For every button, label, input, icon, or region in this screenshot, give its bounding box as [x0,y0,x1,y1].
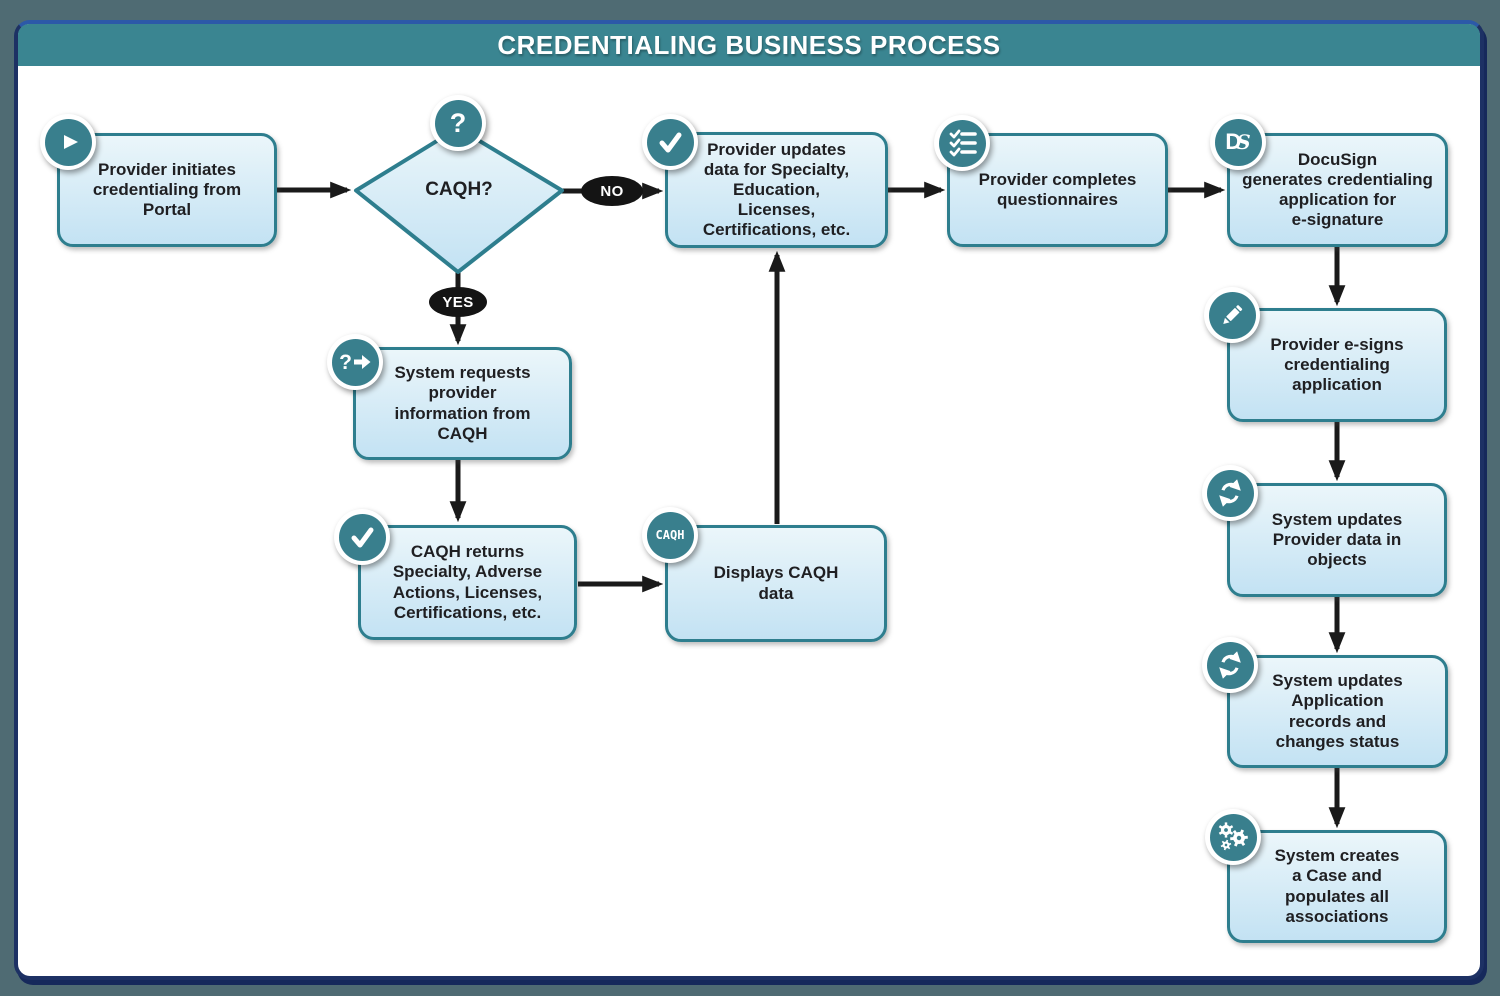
node-start-label: Provider initiates credentialing from Po… [92,159,242,220]
node-create-case: System creates a Case and populates all … [1227,830,1447,943]
node-docusign: DocuSign generates credentialing applica… [1227,133,1448,247]
node-update-provider-label: System updates Provider data in objects [1271,509,1403,570]
play-icon [64,135,78,149]
node-caqh-returns: CAQH returns Specialty, Adverse Actions,… [358,525,577,640]
node-displays-caqh: Displays CAQH data [665,525,887,642]
gears-icon [1218,822,1250,852]
badge-displays-caqh: CAQH [642,507,698,563]
yes-label-text: YES [442,293,474,311]
node-provider-updates-label: Provider updates data for Specialty, Edu… [702,139,851,240]
pencil-icon [1223,305,1243,324]
node-create-case-label: System creates a Case and populates all … [1274,846,1400,926]
node-esign: Provider e-signs credentialing applicati… [1227,308,1447,422]
edge-label-yes: YES [429,287,487,317]
badge-esign [1204,287,1260,343]
badge-caqh-returns [334,509,390,565]
badge-questionnaires [934,115,990,171]
badge-update-application [1202,637,1258,693]
node-caqh-returns-label: CAQH returns Specialty, Adverse Actions,… [392,542,543,622]
edge-label-no: NO [581,176,643,206]
badge-start [40,114,96,170]
node-esign-label: Provider e-signs credentialing applicati… [1270,334,1404,395]
node-request-caqh-label: System requests provider information fro… [394,363,531,443]
node-displays-caqh-label: Displays CAQH data [713,563,839,603]
node-update-provider: System updates Provider data in objects [1227,483,1447,597]
node-start: Provider initiates credentialing from Po… [57,133,277,247]
check-icon [351,527,374,548]
node-docusign-label: DocuSign generates credentialing applica… [1242,149,1433,230]
badge-request-caqh: ? [327,334,383,390]
check-icon [659,132,682,153]
caqh-wordmark-icon: CAQH [655,528,685,542]
question-icon: ? [449,107,467,138]
badge-update-provider [1202,465,1258,521]
docusign-logo-icon: DS [1225,129,1251,154]
node-questionnaires-label: Provider completes questionnaires [978,169,1137,209]
checklist-icon [949,129,977,157]
sync-icon [1219,479,1241,507]
node-request-caqh: System requests provider information fro… [353,347,572,460]
sync-icon [1219,651,1241,679]
badge-provider-updates [642,114,698,170]
question-arrow-icon: ? [339,352,371,373]
badge-create-case [1205,809,1261,865]
diagram-header: CREDENTIALING BUSINESS PROCESS [18,24,1480,66]
page-title: CREDENTIALING BUSINESS PROCESS [497,29,1001,60]
no-label-text: NO [600,182,624,200]
badge-docusign: DS [1210,114,1266,170]
node-provider-updates: Provider updates data for Specialty, Edu… [665,132,888,248]
badge-decision: ? [430,95,486,151]
node-update-application: System updates Application records and c… [1227,655,1448,768]
node-update-application-label: System updates Application records and c… [1272,671,1403,751]
node-decision-label: CAQH? [425,179,493,200]
